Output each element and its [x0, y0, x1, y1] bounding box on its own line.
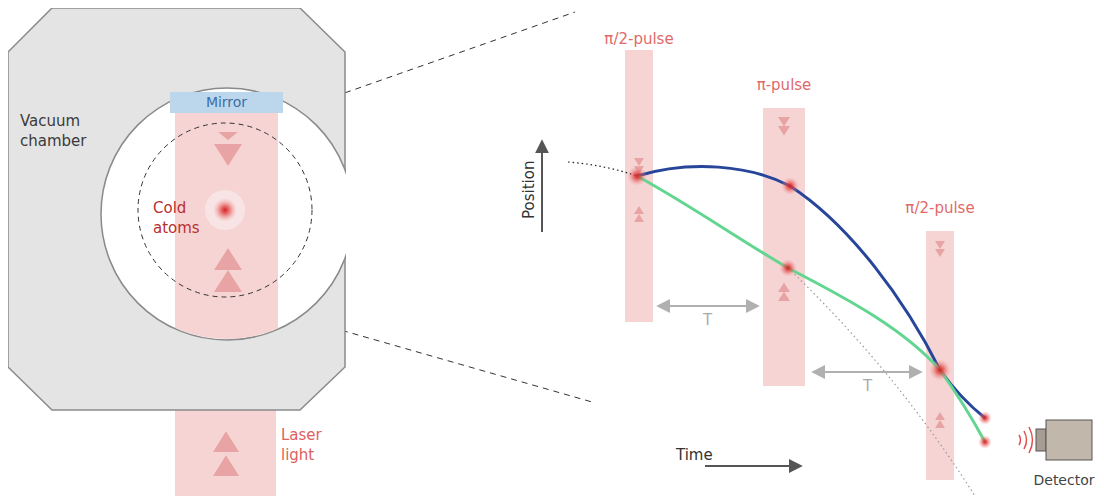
atom-label: Cold atoms [153, 199, 215, 238]
node-label: π-pulse [734, 76, 834, 96]
node-label: Mirror [170, 93, 283, 111]
time-axis [705, 465, 800, 467]
atom-clouds [627, 166, 992, 449]
position-axis [541, 142, 543, 232]
node-label: π/2-pulse [890, 199, 990, 219]
signal-waves [1019, 427, 1033, 453]
axis-label: Position [520, 161, 540, 219]
laser-beam [175, 410, 276, 496]
pulse-band [625, 50, 653, 322]
node-label: Vacuum chamber [20, 112, 110, 151]
interval-label: T [863, 377, 872, 397]
node-label: π/2-pulse [589, 30, 689, 50]
axis-label: Time [676, 446, 713, 466]
interval-label: T [703, 311, 712, 331]
pulse-band [763, 108, 805, 386]
node-label: Detector [1026, 471, 1102, 489]
node-label: Laser light [281, 426, 341, 465]
pulse-band: π-pulse [734, 76, 834, 386]
detector: Detector [1026, 415, 1102, 495]
pulse-band [926, 231, 954, 480]
mirror: Mirror [170, 92, 283, 113]
laser-beam: Laser light [175, 410, 345, 496]
incoming-trajectory [568, 162, 637, 176]
pulse-band: π/2-pulse [890, 199, 990, 480]
pulse-band: π/2-pulse [589, 30, 689, 322]
interval-arrow [814, 371, 920, 373]
interval-arrow [659, 305, 757, 307]
